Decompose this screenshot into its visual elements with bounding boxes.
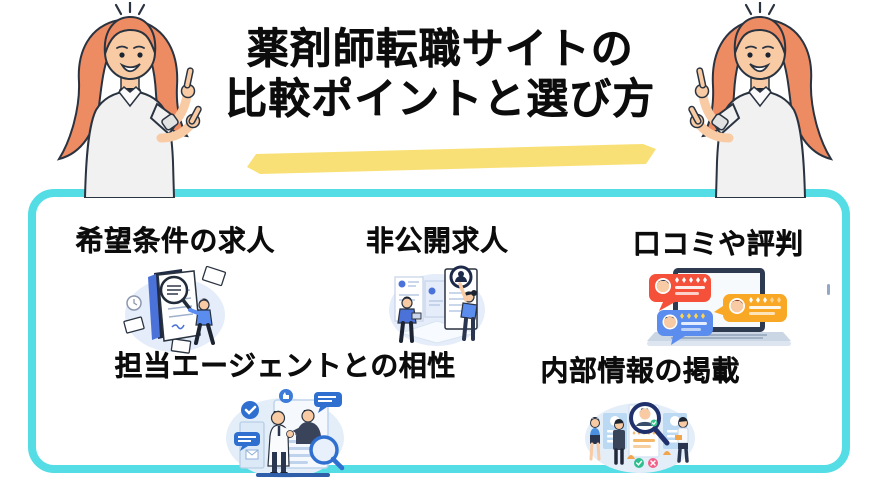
agent-handshake-illustration (226, 389, 345, 478)
feature-label: 口コミや評判 (632, 228, 804, 259)
feature-label: 内部情報の掲載 (540, 355, 740, 386)
title-highlight-stroke (247, 144, 656, 174)
thumbs-up-icon (279, 389, 293, 403)
feature-item-reviews: 口コミや評判 (618, 222, 818, 354)
feature-label: 希望条件の求人 (75, 225, 275, 256)
magnifier-icon (309, 435, 345, 471)
person-figure (675, 416, 689, 463)
excitement-lines-icon (744, 2, 776, 16)
magnifier-icon (629, 402, 670, 446)
person-figure (457, 282, 478, 341)
envelope-icon (245, 449, 259, 456)
chat-bubble-icon (234, 432, 260, 451)
star-icon (749, 297, 781, 303)
excitement-lines-icon (114, 2, 146, 16)
approve-button-icon (634, 458, 644, 468)
page-title-line2: 比較ポイントと選び方 (224, 75, 655, 123)
pointing-woman-illustration-right (688, 2, 834, 198)
feature-label: 非公開求人 (365, 225, 509, 256)
page-title-line1: 薬剤師転職サイトの (246, 25, 634, 72)
candidate-figure (267, 410, 296, 475)
page-title: 薬剤師転職サイトの 比較ポイントと選び方 (0, 24, 880, 125)
person-figure (396, 296, 421, 343)
internal-info-illustration (585, 402, 695, 473)
review-bubble-blue (657, 310, 713, 345)
star-icon (680, 313, 705, 319)
document-search-illustration (123, 265, 227, 354)
review-bubble-orange (714, 294, 787, 322)
feature-item-agent-compatibility: 担当エージェントとの相性 (100, 344, 470, 480)
feature-label: 担当エージェントとの相性 (114, 350, 456, 381)
feature-item-desired-conditions: 希望条件の求人 (40, 219, 310, 355)
star-icon (675, 277, 707, 283)
person-figure (613, 418, 625, 465)
person-figure (589, 416, 601, 461)
check-badge-icon (241, 401, 259, 419)
paper-icon (123, 265, 227, 354)
feature-item-hidden-jobs: 非公開求人 (357, 219, 517, 353)
chat-bubble-icon (314, 392, 342, 413)
hidden-jobs-illustration (388, 265, 485, 346)
pointing-woman-illustration-left (56, 2, 202, 198)
person-figure (188, 298, 215, 345)
stray-mark (827, 284, 830, 295)
feature-item-internal-info: 内部情報の掲載 (495, 349, 785, 477)
magnifier-icon (159, 275, 192, 311)
reviews-laptop-illustration (647, 268, 791, 346)
review-bubble-red (649, 274, 711, 311)
reject-button-icon (648, 458, 658, 468)
